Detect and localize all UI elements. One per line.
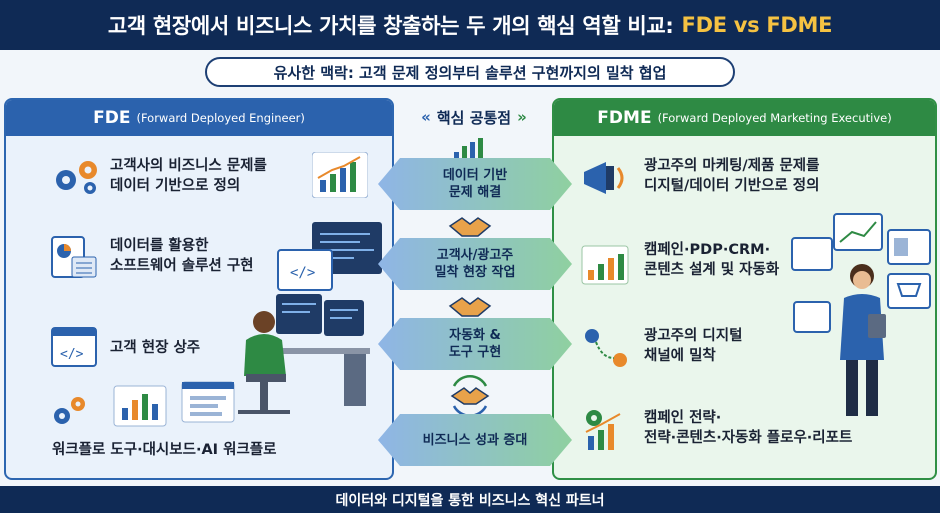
fde-item-1: 고객사의 비즈니스 문제를 데이터 기반으로 정의	[110, 156, 267, 196]
handshake-icon	[448, 217, 492, 237]
fdme-item-4: 캠페인 전략· 전략·콘텐츠·자동화 플로우·리포트	[644, 408, 852, 448]
fdme-item-3-line1: 광고주의 디지털	[644, 328, 743, 344]
fde-item-1-line1: 고객사의 비즈니스 문제를	[110, 158, 267, 174]
fde-item-4: 워크플로 도구·대시보드·AI 워크플로	[52, 440, 277, 460]
band-2-line2: 밀착 현장 작업	[434, 265, 516, 280]
svg-text:</>: </>	[290, 265, 315, 281]
band-1-line2: 문제 해결	[448, 185, 502, 200]
fde-panel: FDE (Forward Deployed Engineer) 고객사의 비즈니…	[4, 98, 394, 480]
growth-chart-icon	[312, 152, 368, 198]
handshake-cycle-icon	[450, 375, 490, 417]
bar-chart-icon	[581, 245, 629, 285]
fde-title: FDE	[93, 108, 131, 128]
growth-gears-icon	[585, 410, 621, 450]
band-1-line1: 데이터 기반	[442, 168, 508, 183]
fde-item-1-line2: 데이터 기반으로 정의	[110, 178, 241, 194]
fde-item-4-line1: 워크플로 도구·대시보드·AI 워크플로	[52, 442, 277, 458]
fdme-item-1: 광고주의 마케팅/제품 문제를 디지털/데이터 기반으로 정의	[644, 156, 819, 196]
marketer-illustration	[791, 213, 931, 416]
megaphone-icon	[584, 162, 624, 194]
fde-panel-header: FDE (Forward Deployed Engineer)	[6, 100, 392, 136]
center-title: « 핵심 공통점 »	[395, 104, 553, 130]
fdme-panel: FDME (Forward Deployed Marketing Executi…	[552, 98, 937, 480]
fdme-item-2-line1: 캠페인·PDP·CRM·	[644, 242, 771, 258]
title-accent: FDE vs FDME	[681, 13, 833, 37]
fdme-item-1-line1: 광고주의 마케팅/제품 문제를	[644, 158, 820, 174]
fde-item-3: 고객 현장 상주	[110, 338, 200, 358]
common-band-3: 자동화 & 도구 구현	[378, 318, 572, 370]
footer: 데이터와 디지털을 통한 비즈니스 혁신 파트너	[0, 486, 940, 513]
center-title-text: 핵심 공통점	[436, 108, 512, 127]
band-2-line1: 고객사/광고주	[436, 248, 514, 263]
common-band-1: 데이터 기반 문제 해결	[378, 158, 572, 210]
chart-up-icon	[454, 138, 483, 162]
fdme-item-4-line1: 캠페인 전략·	[644, 410, 722, 426]
common-band-4: 비즈니스 성과 증대	[378, 414, 572, 466]
fde-item-2-line1: 데이터를 활용한	[110, 238, 209, 254]
fde-item-3-line1: 고객 현장 상주	[110, 340, 201, 356]
fde-item-2-line2: 소프트웨어 솔루션 구현	[110, 258, 254, 274]
handshake-icon-2	[448, 297, 492, 317]
fdme-item-2-line2: 콘텐츠 설계 및 자동화	[644, 262, 780, 278]
document-data-icon	[51, 236, 97, 278]
svg-text:</>: </>	[60, 347, 84, 362]
title-text: 고객 현장에서 비즈니스 가치를 창출하는 두 개의 핵심 역할 비교:	[107, 14, 674, 38]
fdme-item-1-line2: 디지털/데이터 기반으로 정의	[644, 178, 820, 194]
fde-title-full: (Forward Deployed Engineer)	[136, 111, 305, 125]
fdme-title: FDME	[597, 108, 652, 128]
chevron-left-icon: «	[421, 108, 431, 126]
band-3-line2: 도구 구현	[448, 345, 502, 360]
common-band-2: 고객사/광고주 밀착 현장 작업	[378, 238, 572, 290]
fde-item-2: 데이터를 활용한 소프트웨어 솔루션 구현	[110, 236, 254, 276]
page-title: 고객 현장에서 비즈니스 가치를 창출하는 두 개의 핵심 역할 비교: FDE…	[0, 0, 940, 50]
subtitle-text: 유사한 맥락: 고객 문제 정의부터 솔루션 구현까지의 밀착 협업	[273, 63, 667, 82]
chevron-right-icon: »	[517, 108, 527, 126]
band-3-line1: 자동화 &	[449, 328, 501, 343]
fdme-item-3-line2: 채널에 밀착	[644, 348, 716, 364]
fdme-item-4-line2: 전략·콘텐츠·자동화 플로우·리포트	[644, 430, 853, 446]
fdme-title-full: (Forward Deployed Marketing Executive)	[657, 111, 892, 125]
band-4-line1: 비즈니스 성과 증대	[422, 432, 528, 448]
gears-icon	[56, 161, 97, 194]
fdme-item-3: 광고주의 디지털 채널에 밀착	[644, 326, 742, 366]
code-window-icon: </>	[51, 327, 97, 367]
subtitle-pill: 유사한 맥락: 고객 문제 정의부터 솔루션 구현까지의 밀착 협업	[205, 57, 735, 87]
engineer-illustration	[238, 294, 370, 414]
fdme-panel-header: FDME (Forward Deployed Marketing Executi…	[554, 100, 935, 136]
fdme-item-2: 캠페인·PDP·CRM· 콘텐츠 설계 및 자동화	[644, 240, 779, 280]
footer-text: 데이터와 디지털을 통한 비즈니스 혁신 파트너	[335, 492, 605, 509]
network-flow-icon	[585, 329, 627, 367]
dashboard-icons	[54, 381, 235, 427]
code-windows-icon: </>	[277, 222, 382, 291]
